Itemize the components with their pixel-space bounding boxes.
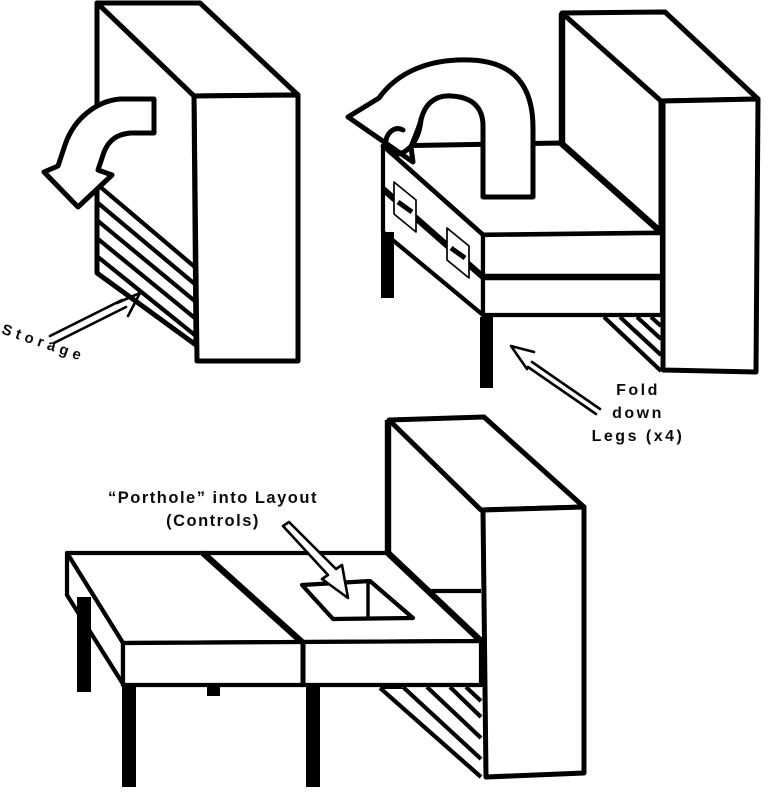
- figure-deployed-table: [64, 414, 587, 787]
- hinge: [393, 181, 417, 233]
- fold-over-arch-arrow: [345, 57, 536, 200]
- cabinet: [384, 414, 587, 780]
- table-leg: [380, 684, 402, 689]
- table-leg: [122, 684, 136, 787]
- fold-down-legs-label-line1: Fold: [616, 382, 660, 399]
- fold-down-legs-label-line2: down: [612, 405, 664, 422]
- deployed-table-top: [64, 550, 484, 688]
- figure-folding-table: [345, 9, 761, 416]
- cabinet-hatching: [602, 315, 663, 373]
- porthole-label-line1: “Porthole” into Layout: [108, 489, 318, 507]
- hinge: [446, 227, 470, 279]
- fold-down-curved-arrow: [41, 96, 157, 210]
- legs-pointer-arrow: [509, 344, 602, 416]
- cabinet-hatching: [378, 685, 483, 779]
- porthole-label: “Porthole” into Layout (Controls): [88, 487, 338, 533]
- figure-stored-cabinet: [41, 0, 301, 364]
- fold-down-legs-label-line3: Legs (x4): [591, 428, 685, 445]
- table-leg: [381, 232, 394, 298]
- table-leg: [306, 686, 320, 787]
- porthole-opening: [299, 578, 416, 622]
- porthole-label-line2: (Controls): [166, 512, 260, 530]
- stored-leaves-hatching: [96, 183, 198, 338]
- fold-down-legs-label: Fold down Legs (x4): [576, 379, 700, 448]
- table-leg: [480, 317, 493, 388]
- porthole-pointer-arrow: [281, 520, 350, 600]
- table-leg: [207, 684, 220, 696]
- table-leg: [77, 597, 91, 692]
- storage-pointer-arrow: [48, 291, 142, 345]
